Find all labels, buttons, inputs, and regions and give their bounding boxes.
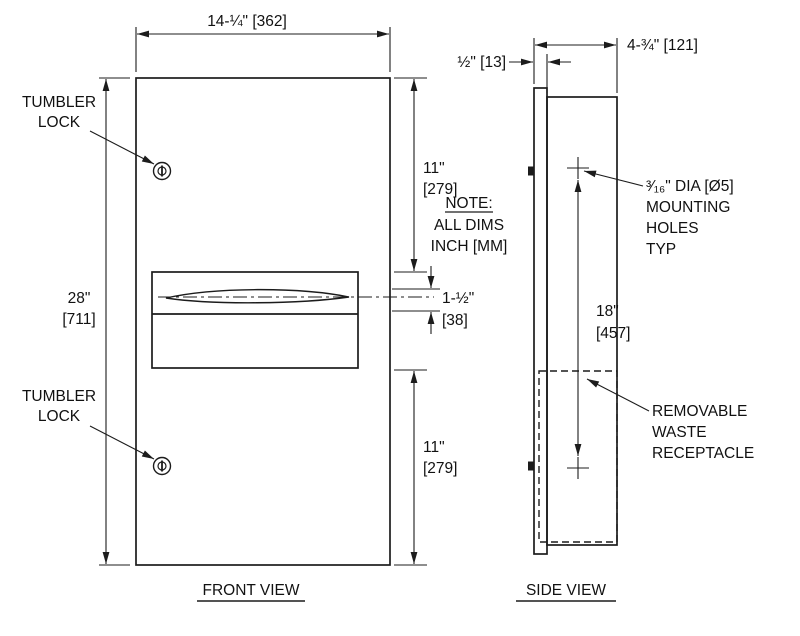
note-heading: NOTE: xyxy=(445,195,492,212)
dim-bottom-in-label: 11" xyxy=(423,439,445,456)
dim-holes-in-label: 18" xyxy=(596,303,619,320)
leader-mounting-holes xyxy=(583,170,644,187)
waste-label-line2: WASTE xyxy=(652,424,707,441)
side-view: 4-¾" [121] ½" [13] 18" [457] ³⁄₁₆" DIA [… xyxy=(457,37,754,602)
front-view-caption: FRONT VIEW xyxy=(202,582,299,599)
leader-lock-bottom xyxy=(89,425,155,460)
note-line2: ALL DIMS xyxy=(434,217,504,234)
dim-bottom-mm-label: [279] xyxy=(423,460,457,477)
flange-outline xyxy=(533,87,548,555)
side-view-caption: SIDE VIEW xyxy=(526,582,606,599)
tumbler-lock-bottom xyxy=(152,456,172,476)
waste-label-line3: RECEPTACLE xyxy=(652,445,754,462)
lock-nub-top xyxy=(528,166,534,176)
tumbler-lock-top xyxy=(152,161,172,181)
dim-top-in-label: 11" xyxy=(423,160,445,177)
dim-holes-mm-label: [457] xyxy=(596,325,630,342)
note-line3: INCH [MM] xyxy=(431,238,508,255)
tumbler-lock-bottom-label-line2: LOCK xyxy=(38,408,81,425)
lock-outer-circle xyxy=(152,456,172,476)
mounting-holes-label-line2: MOUNTING xyxy=(646,199,730,216)
towel-slot-opening xyxy=(165,288,350,304)
cabinet-outline xyxy=(135,77,391,566)
tumbler-lock-bottom-label-line1: TUMBLER xyxy=(22,388,96,405)
leader-waste-receptacle xyxy=(586,378,650,412)
mounting-hole-top xyxy=(567,157,589,179)
dim-slot-in-label: 1-½" xyxy=(442,290,474,307)
dispenser-panel-outline xyxy=(151,271,359,369)
mounting-holes-label-line4: TYP xyxy=(646,241,676,258)
dim-panel-label: ½" [13] xyxy=(457,54,506,71)
dim-height-in-label: 28" xyxy=(68,290,91,307)
waste-label-line1: REMOVABLE xyxy=(652,403,747,420)
tumbler-lock-top-label-line2: LOCK xyxy=(38,114,81,131)
tumbler-lock-top-label-line1: TUMBLER xyxy=(22,94,96,111)
dim-height-mm-label: [711] xyxy=(62,311,95,328)
dim-depth-label: 4-¾" [121] xyxy=(627,37,698,54)
dim-top-mm-label: [279] xyxy=(423,181,457,198)
body-outline xyxy=(546,96,618,546)
leader-lock-top xyxy=(89,130,155,165)
dim-width-label: 14-¼" [362] xyxy=(207,13,287,30)
mounting-hole-bottom xyxy=(567,457,589,479)
lock-outer-circle xyxy=(152,161,172,181)
lock-nub-bottom xyxy=(528,461,534,471)
mounting-holes-label-line3: HOLES xyxy=(646,220,699,237)
waste-receptacle-outline xyxy=(538,370,618,543)
mounting-holes-label-line1: ³⁄₁₆" DIA [Ø5] xyxy=(646,178,734,195)
front-view: TUMBLER LOCK TUMBLER LOCK 14-¼" [362] 28… xyxy=(22,13,508,602)
dim-slot-mm-label: [38] xyxy=(442,312,468,329)
